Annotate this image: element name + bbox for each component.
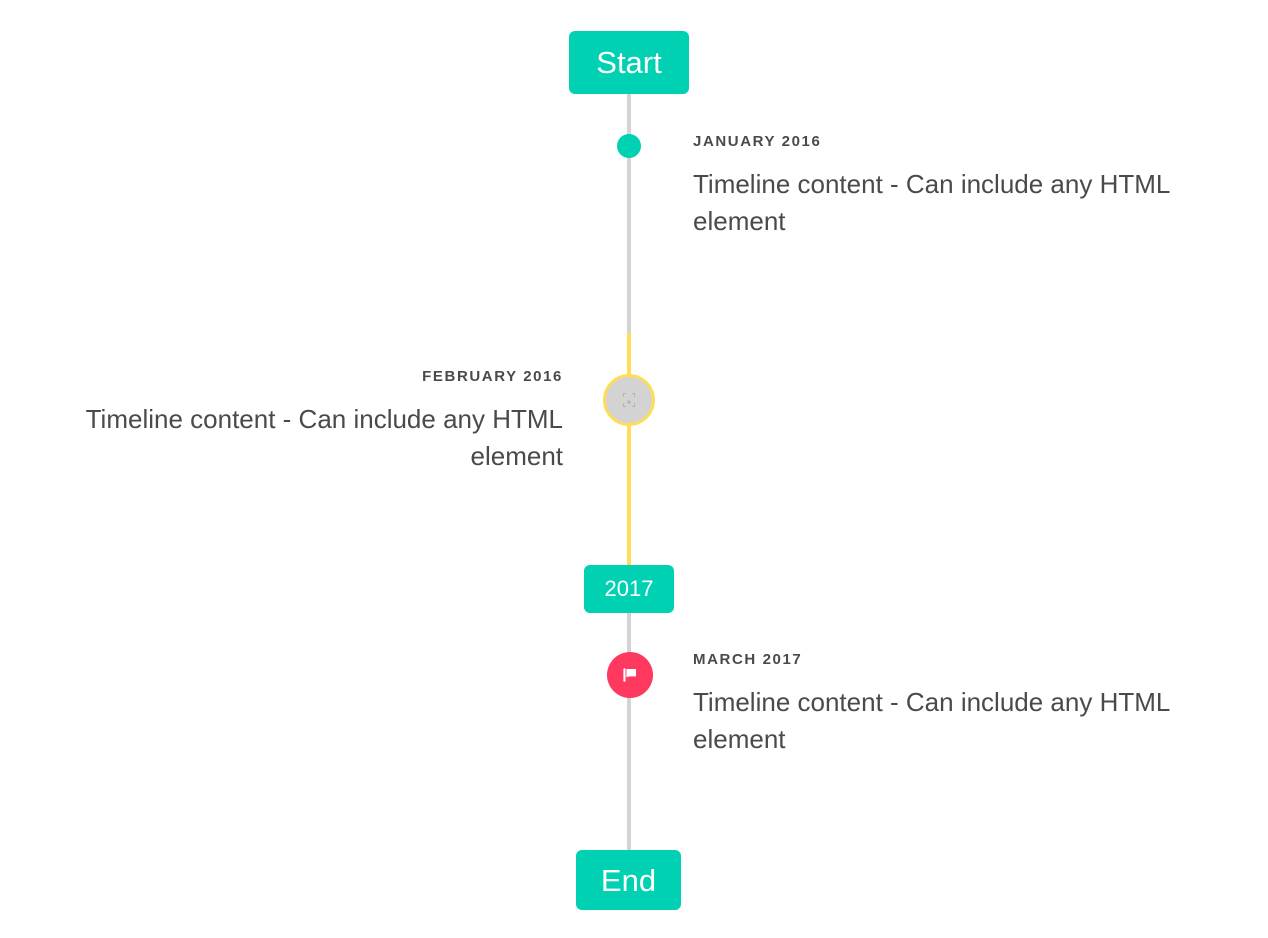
broken-image-icon bbox=[622, 392, 636, 408]
timeline-entry-date: January 2016 bbox=[693, 133, 822, 150]
timeline-entry-body: Timeline content - Can include any HTML … bbox=[693, 169, 1170, 236]
timeline-header-badge[interactable]: Start bbox=[569, 31, 689, 94]
timeline-marker-january-2016[interactable] bbox=[617, 134, 641, 158]
timeline-entry-march-2017: March 2017 Timeline content - Can includ… bbox=[693, 649, 1215, 758]
timeline-entry-body: Timeline content - Can include any HTML … bbox=[693, 687, 1170, 754]
timeline-marker-march-2017[interactable] bbox=[607, 652, 653, 698]
timeline-entry-body: Timeline content - Can include any HTML … bbox=[85, 404, 563, 471]
timeline-entry-february-2016: February 2016 Timeline content - Can inc… bbox=[41, 366, 563, 475]
timeline-rail-top bbox=[627, 94, 631, 333]
timeline-footer-badge[interactable]: End bbox=[576, 850, 681, 910]
timeline-entry-date: March 2017 bbox=[693, 651, 803, 668]
timeline-rail-yellow bbox=[627, 333, 631, 565]
timeline-entry-january-2016: January 2016 Timeline content - Can incl… bbox=[693, 131, 1215, 240]
timeline-rail-bottom bbox=[627, 613, 631, 852]
timeline-entry-date: February 2016 bbox=[422, 368, 563, 385]
timeline-year-badge[interactable]: 2017 bbox=[584, 565, 674, 613]
flag-icon bbox=[619, 664, 641, 686]
timeline-marker-february-2016[interactable] bbox=[603, 374, 655, 426]
